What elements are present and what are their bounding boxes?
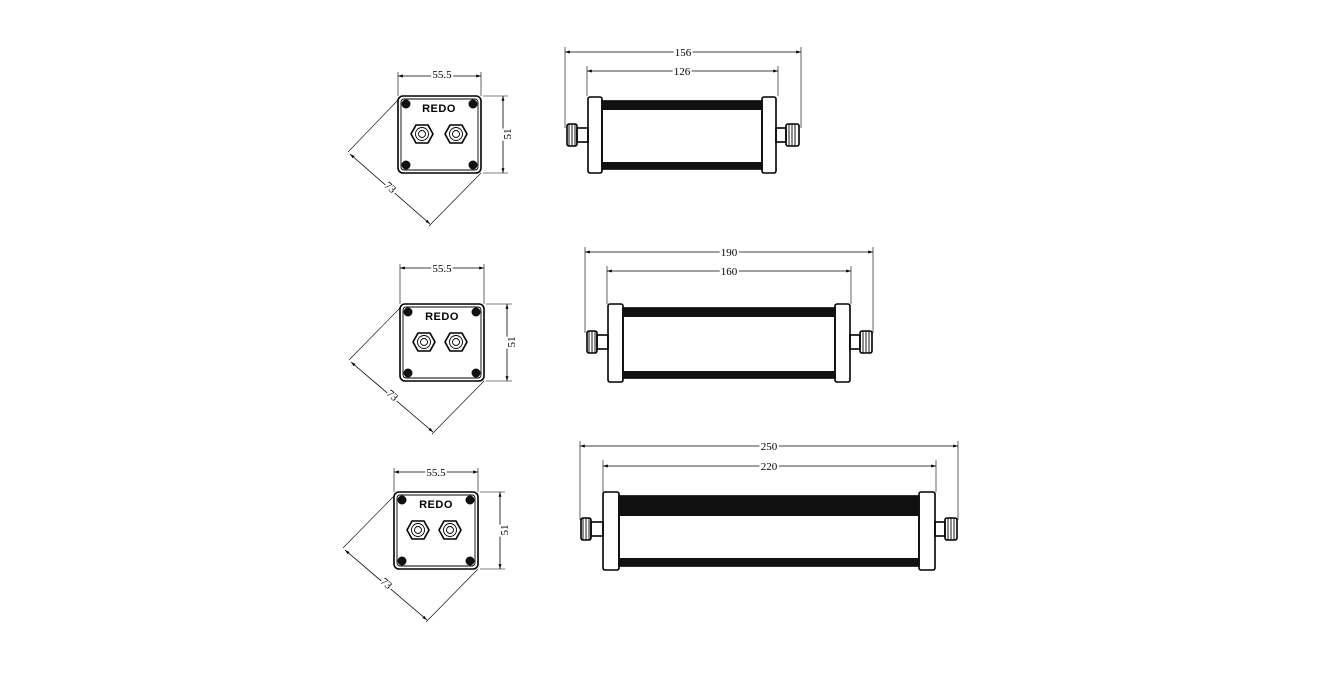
end-view-height-label: 51	[499, 525, 511, 536]
screw-icon	[401, 99, 411, 109]
cable-gland-icon	[444, 332, 468, 352]
end-cap-plate	[393, 491, 479, 570]
row-3: 55.5 51 73 REDO	[342, 439, 959, 623]
brand-logo: REDO	[422, 103, 456, 115]
cable-gland-icon	[580, 517, 604, 541]
screw-icon	[397, 495, 407, 505]
screw-icon	[465, 556, 475, 566]
screw-icon	[403, 368, 413, 378]
screw-icon	[471, 307, 481, 317]
side-view-2: 190 160	[584, 245, 874, 383]
cable-gland-icon	[406, 520, 430, 540]
overall-length-label: 190	[721, 247, 738, 259]
cable-gland-icon	[444, 124, 468, 144]
side-view-3: 250 220	[579, 439, 959, 571]
end-view-2: 55.5 51 73 REDO	[348, 261, 520, 435]
end-view-width-label: 55.5	[426, 467, 446, 479]
brand-logo: REDO	[419, 499, 453, 511]
cable-gland-icon	[566, 123, 589, 147]
end-cap-plate	[399, 303, 485, 382]
side-view-1: 156 126	[564, 45, 802, 174]
row-1: 55.5 51 73 REDO	[347, 45, 802, 227]
cable-gland-icon	[410, 124, 434, 144]
end-view-3: 55.5 51 73 REDO	[342, 465, 513, 623]
screw-icon	[468, 160, 478, 170]
body-length-label: 126	[674, 66, 691, 78]
body-length-label: 220	[761, 461, 778, 473]
overall-length-label: 156	[675, 47, 692, 59]
screw-icon	[401, 160, 411, 170]
end-view-1: 55.5 51 73 REDO	[347, 67, 516, 227]
end-view-height-label: 51	[506, 337, 518, 348]
screw-icon	[468, 99, 478, 109]
overall-length-label: 250	[761, 441, 778, 453]
screw-icon	[465, 495, 475, 505]
cable-gland-icon	[412, 332, 436, 352]
end-cap-plate	[397, 95, 482, 174]
brand-logo: REDO	[425, 311, 459, 323]
end-view-width-label: 55.5	[432, 263, 452, 275]
screw-icon	[471, 368, 481, 378]
cable-gland-icon	[586, 330, 609, 354]
end-view-height-label: 51	[502, 129, 514, 140]
screw-icon	[403, 307, 413, 317]
cable-gland-icon	[934, 517, 958, 541]
screw-icon	[397, 556, 407, 566]
cable-gland-icon	[438, 520, 462, 540]
cable-gland-icon	[849, 330, 873, 354]
row-2: 55.5 51 73 REDO	[348, 245, 874, 435]
enclosure-body	[622, 307, 836, 379]
body-length-label: 160	[721, 266, 738, 278]
cable-gland-icon	[775, 123, 800, 147]
enclosure-body	[601, 100, 763, 170]
end-view-width-label: 55.5	[432, 69, 452, 81]
